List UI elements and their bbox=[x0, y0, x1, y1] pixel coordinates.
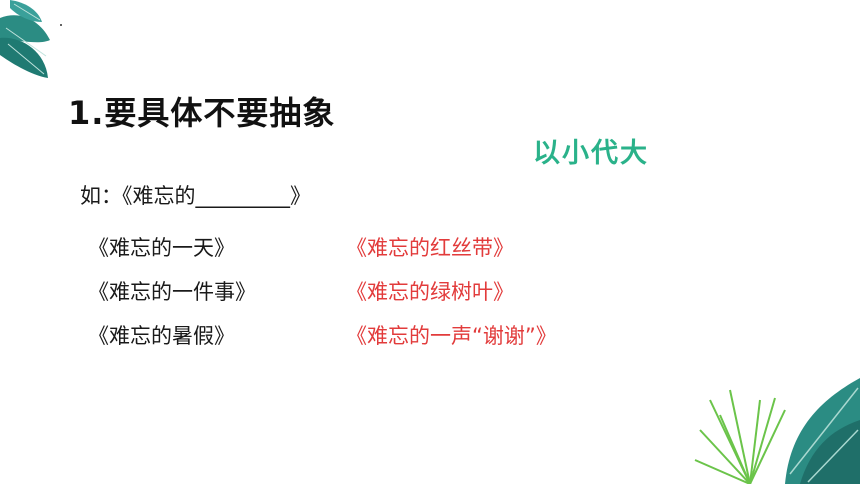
small-dot bbox=[60, 24, 62, 26]
list-item: 《难忘的一天》 bbox=[88, 236, 235, 260]
example-line: 如：《难忘的_________》 bbox=[80, 184, 311, 208]
slide-title: 1.要具体不要抽象 bbox=[68, 94, 336, 132]
list-item: 《难忘的红丝带》 bbox=[346, 236, 514, 260]
badge-label: 以小代大 bbox=[533, 138, 649, 169]
concrete-title-list: 《难忘的红丝带》 《难忘的绿树叶》 《难忘的一声“谢谢”》 bbox=[346, 232, 557, 364]
list-item: 《难忘的暑假》 bbox=[88, 324, 235, 348]
list-item: 《难忘的一件事》 bbox=[88, 280, 256, 304]
list-item: 《难忘的一声“谢谢”》 bbox=[346, 324, 557, 348]
list-item: 《难忘的绿树叶》 bbox=[346, 280, 514, 304]
leaf-decoration-top-left bbox=[0, 0, 50, 78]
leaf-decoration-bottom-right bbox=[694, 378, 860, 484]
abstract-title-list: 《难忘的一天》 《难忘的一件事》 《难忘的暑假》 bbox=[88, 232, 256, 364]
